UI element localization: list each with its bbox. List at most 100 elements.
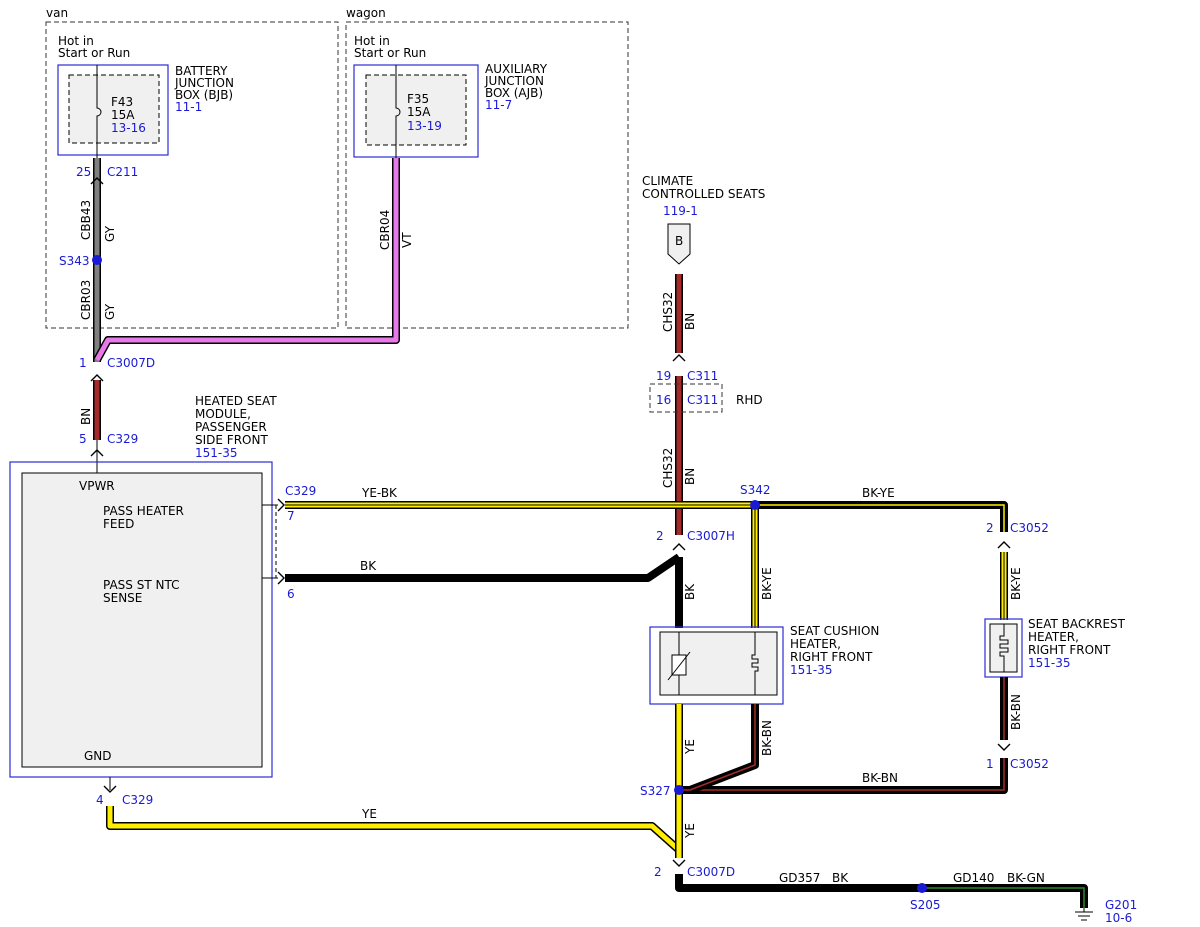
module-feed-2: FEED [103,517,134,531]
bk-bn-label-backrest: BK-BN [1009,694,1023,730]
s343-splice [92,255,102,265]
backrest-name-1: SEAT BACKREST [1028,617,1126,631]
c3007d-top-label: C3007D [107,356,155,370]
ajb-inner [365,74,467,146]
fuse-f35-label: F35 [407,92,429,106]
module-inner [21,472,263,768]
c3052-bot-connector-icon [997,743,1011,751]
s327-label: S327 [640,784,671,798]
bn-label-module: BN [79,408,93,425]
chs32-label-1: CHS32 [661,292,675,332]
module-gnd: GND [84,749,112,763]
cushion-name-1: SEAT CUSHION [790,624,879,638]
ye-label-cushion: YE [683,739,697,755]
cbr03-label: CBR03 [79,280,93,320]
wire-vt [93,158,400,362]
module-name-1: HEATED SEAT [195,394,277,408]
bk-bn-label-horizontal: BK-BN [862,771,898,785]
cushion-ref: 151-35 [790,663,833,677]
module-ntc-2: SENSE [103,591,142,605]
cushion-name-3: RIGHT FRONT [790,650,873,664]
ajb-ref: 11-7 [485,98,512,112]
module-pin-leads [262,504,278,579]
van-region [45,21,339,329]
wire-ye-gnd-fill [107,806,681,852]
c3052-top-connector-icon [997,541,1011,549]
gy-label-1: GY [103,225,117,242]
climate-name-2: CONTROLLED SEATS [642,187,765,201]
s342-splice [750,500,760,510]
module-outline [9,461,273,778]
start-run-label-ajb: Start or Run [354,46,426,60]
c3007d-pin-bot: 2 [654,865,662,879]
rhd-label: RHD [736,393,763,407]
c211-label: C211 [107,165,138,179]
van-label: van [46,6,68,20]
ajb-name-2: JUNCTION [484,74,544,88]
climate-ref: 119-1 [663,204,698,218]
bk-ye-label-backrest: BK-YE [1009,567,1023,600]
s343-label: S343 [59,254,90,268]
wire-bk-ntc [285,553,682,582]
c311-connector-icon [672,354,686,362]
backrest-element-icon [999,624,1009,672]
c311-rhd-box [649,383,723,413]
module-ref: 151-35 [195,446,238,460]
bjb-name-1: BATTERY [175,64,228,78]
c3007d-bot-label: C3007D [687,865,735,879]
bjb-inner [68,74,160,144]
c311-label-1: C311 [687,369,718,383]
c329-pin5-connector-icon [90,449,104,457]
c329-pin4-connector-icon [103,785,117,793]
module-vpwr: VPWR [79,479,115,493]
fuse-f43-amps: 15A [111,108,135,122]
wire-gd140-stripe [922,887,1085,908]
climate-pin: B [675,234,683,248]
c3007d-top-connector-icon [90,374,104,382]
c3007d-bot-connector-icon [672,859,686,867]
c3007h-label: C3007H [687,529,735,543]
start-run-label-bjb: Start or Run [58,46,130,60]
bk-gn-label: BK-GN [1007,871,1045,885]
s205-label: S205 [910,898,941,912]
climate-pin-icon [667,223,691,265]
wire-bk-ye-right-stripe [755,504,1005,532]
c329-bot-label: C329 [122,793,153,807]
chs32-label-2: CHS32 [661,448,675,488]
wire-gd140 [922,884,1088,908]
module-feed-1: PASS HEATER [103,504,184,518]
c3007h-pin: 2 [656,529,664,543]
c3007h-connector-icon [672,543,686,551]
c329-pin7-connector-icon [277,498,285,512]
c211-connector-icon [90,177,104,185]
backrest-name-3: RIGHT FRONT [1028,643,1111,657]
ye-label-gnd: YE [361,807,377,821]
fuse-f43-ref: 13-16 [111,121,146,135]
cbr04-label: CBR04 [378,210,392,250]
bjb-outline [57,64,169,156]
climate-name-1: CLIMATE [642,174,693,188]
c329-pin7: 7 [287,509,295,523]
bk-label-cushion: BK [683,583,697,600]
c329-pin6-connector-icon [277,571,285,585]
vt-label: VT [400,232,414,248]
c311-label-2: C311 [687,393,718,407]
bk-label-ntc: BK [360,559,377,573]
c3052-pin2: 2 [986,521,994,535]
ye-bk-label: YE-BK [361,486,398,500]
hot-in-label-ajb: Hot in [354,34,390,48]
backrest-ref: 151-35 [1028,656,1071,670]
c311-pin19: 19 [656,369,671,383]
c329-mid-label: C329 [285,484,316,498]
wire-gd357-fill [676,874,922,891]
cushion-name-2: HEATER, [790,637,841,651]
s342-label: S342 [740,483,771,497]
c311-pin16: 16 [656,393,671,407]
ground-ref: 10-6 [1105,911,1132,925]
ground-icon [1075,908,1093,921]
module-name-4: SIDE FRONT [195,433,268,447]
fuse-f43-label: F43 [111,95,133,109]
bk-ye-label-top: BK-YE [862,486,895,500]
ajb-name-1: AUXILIARY [485,62,548,76]
cushion-outline [649,626,784,705]
